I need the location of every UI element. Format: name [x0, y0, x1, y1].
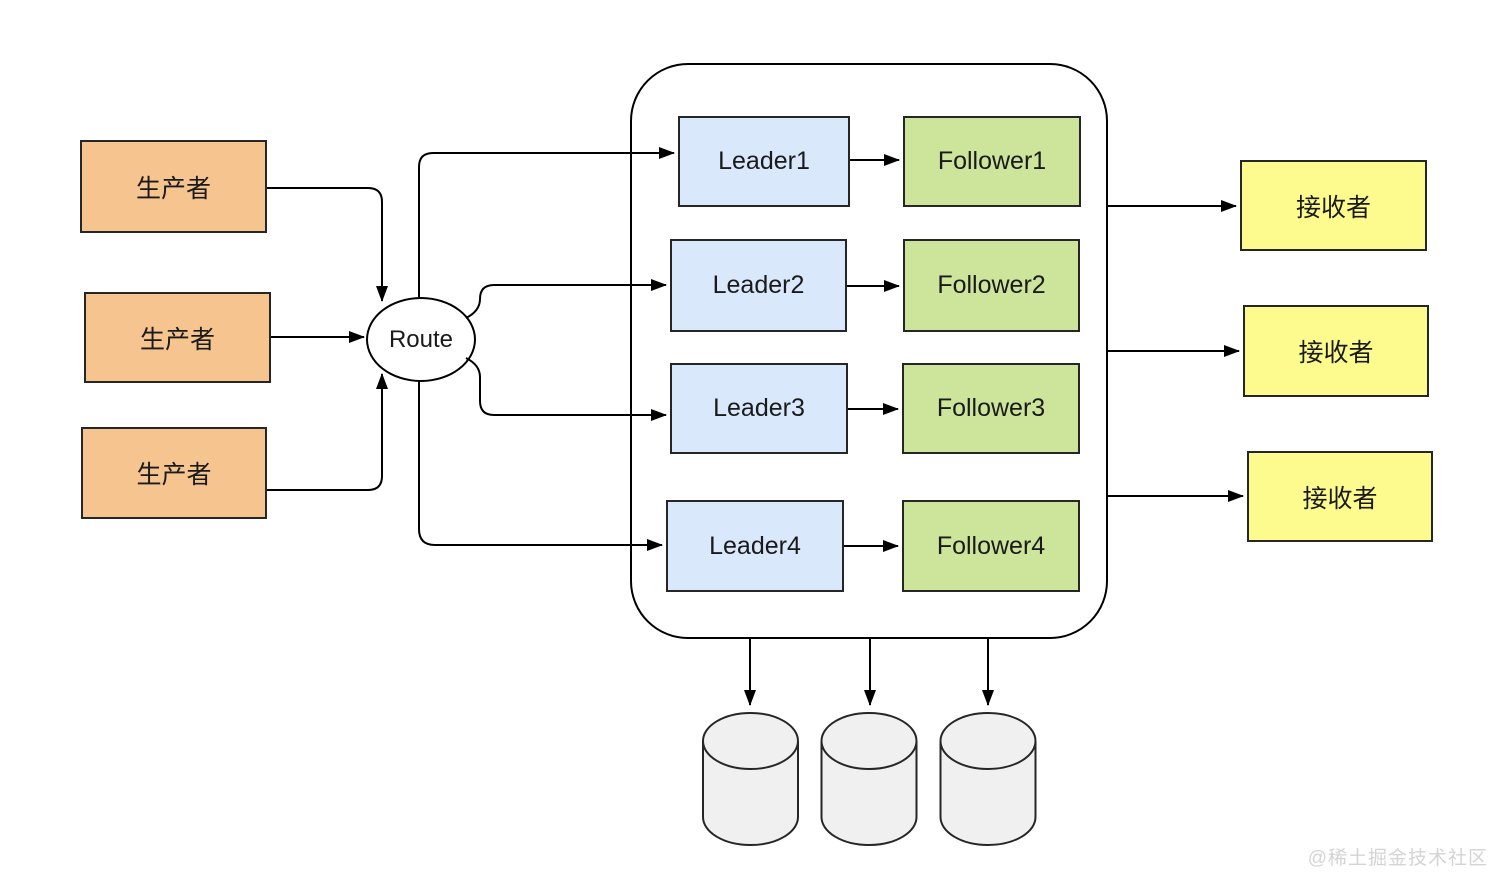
receiver-node-1: 接收者 [1240, 160, 1427, 251]
producer-label: 生产者 [139, 325, 215, 354]
database-cylinder-icon-1 [702, 712, 799, 846]
follower-label: Follower4 [936, 531, 1046, 560]
receiver-node-2: 接收者 [1243, 305, 1429, 397]
leader-node-2: Leader2 [670, 239, 847, 332]
leader-label: Leader2 [712, 271, 805, 299]
producer-label: 生产者 [136, 461, 212, 489]
producer-node-2: 生产者 [84, 292, 271, 383]
route-label: Route [388, 325, 454, 353]
producer-label: 生产者 [135, 174, 211, 203]
receiver-label: 接收者 [1295, 193, 1371, 222]
route-node: Route [366, 297, 476, 382]
producer-node-1: 生产者 [80, 140, 267, 233]
follower-node-4: Follower4 [902, 500, 1080, 592]
follower-node-3: Follower3 [902, 363, 1080, 454]
receiver-node-3: 接收者 [1247, 451, 1433, 542]
receiver-label: 接收者 [1302, 484, 1378, 513]
arrow-route-leader4 [418, 381, 663, 551]
leader-label: Leader1 [718, 147, 810, 175]
arrow-producer3-route [267, 373, 388, 491]
receiver-label: 接收者 [1298, 339, 1374, 367]
follower-label: Follower2 [937, 271, 1046, 299]
producer-node-3: 生产者 [81, 427, 267, 519]
leader-node-4: Leader4 [666, 500, 844, 592]
watermark: @稀土掘金技术社区 [1307, 848, 1488, 869]
follower-label: Follower1 [937, 147, 1047, 175]
leader-node-1: Leader1 [678, 116, 850, 207]
leader-label: Leader3 [713, 394, 805, 422]
follower-node-1: Follower1 [903, 116, 1081, 207]
leader-label: Leader4 [709, 531, 801, 560]
leader-node-3: Leader3 [670, 363, 848, 454]
broker-cluster-container [630, 63, 1108, 639]
follower-label: Follower3 [936, 394, 1046, 422]
database-cylinder-icon-2 [820, 712, 918, 846]
database-cylinder-icon-3 [939, 712, 1037, 846]
arrow-producer1-route [267, 187, 388, 302]
follower-node-2: Follower2 [903, 239, 1080, 332]
